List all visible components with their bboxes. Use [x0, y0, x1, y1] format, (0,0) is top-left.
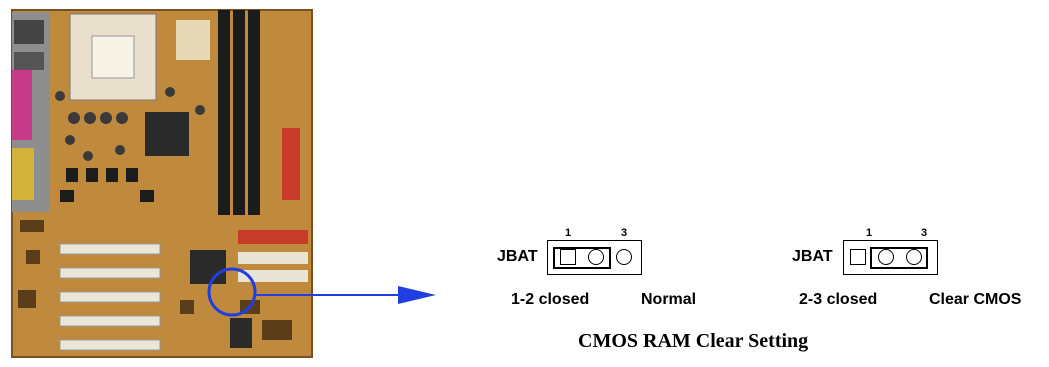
pin-number-last: 3: [621, 227, 628, 239]
pci-slot: [59, 267, 161, 279]
pci-slot: [59, 291, 161, 303]
pin-3-circle: [616, 249, 632, 265]
red-connector: [282, 128, 300, 200]
ide-connector: [238, 230, 308, 244]
parallel-port: [12, 70, 32, 140]
jumper-cap: [870, 247, 928, 269]
bios-chip: [230, 318, 252, 348]
pointer-arrow-head: [398, 286, 436, 304]
pci-slot: [59, 243, 161, 255]
dimm-slot: [218, 10, 230, 215]
pin-3-circle: [906, 249, 922, 265]
jumper-cap: [553, 247, 611, 269]
jumper-state-description: Normal: [641, 291, 697, 308]
pci-slot: [59, 315, 161, 327]
jumper-state-description: Clear CMOS: [929, 291, 1022, 308]
jumper-state-label: 1-2 closed: [511, 291, 590, 308]
jbat-highlight-circle: [207, 267, 257, 317]
pin-2-circle: [878, 249, 894, 265]
pci-slot: [59, 339, 161, 351]
pin-2-circle: [588, 249, 604, 265]
motherboard-pcb: [12, 10, 312, 357]
dimm-slot: [248, 10, 260, 215]
dimm-slot: [233, 10, 245, 215]
figure-caption: CMOS RAM Clear Setting: [578, 330, 809, 352]
pin-number-last: 3: [921, 227, 928, 239]
northbridge-chip: [145, 112, 189, 156]
jumper-state-label: 2-3 closed: [799, 291, 878, 308]
pin-number-first: 1: [866, 227, 873, 239]
pin-1-square: [850, 249, 866, 265]
southbridge-chip: [190, 250, 226, 284]
pin-1-square: [560, 249, 576, 265]
serial-port: [12, 148, 34, 200]
jumper-label: JBAT: [792, 248, 833, 265]
pin-number-first: 1: [565, 227, 572, 239]
jumper-label: JBAT: [497, 248, 538, 265]
